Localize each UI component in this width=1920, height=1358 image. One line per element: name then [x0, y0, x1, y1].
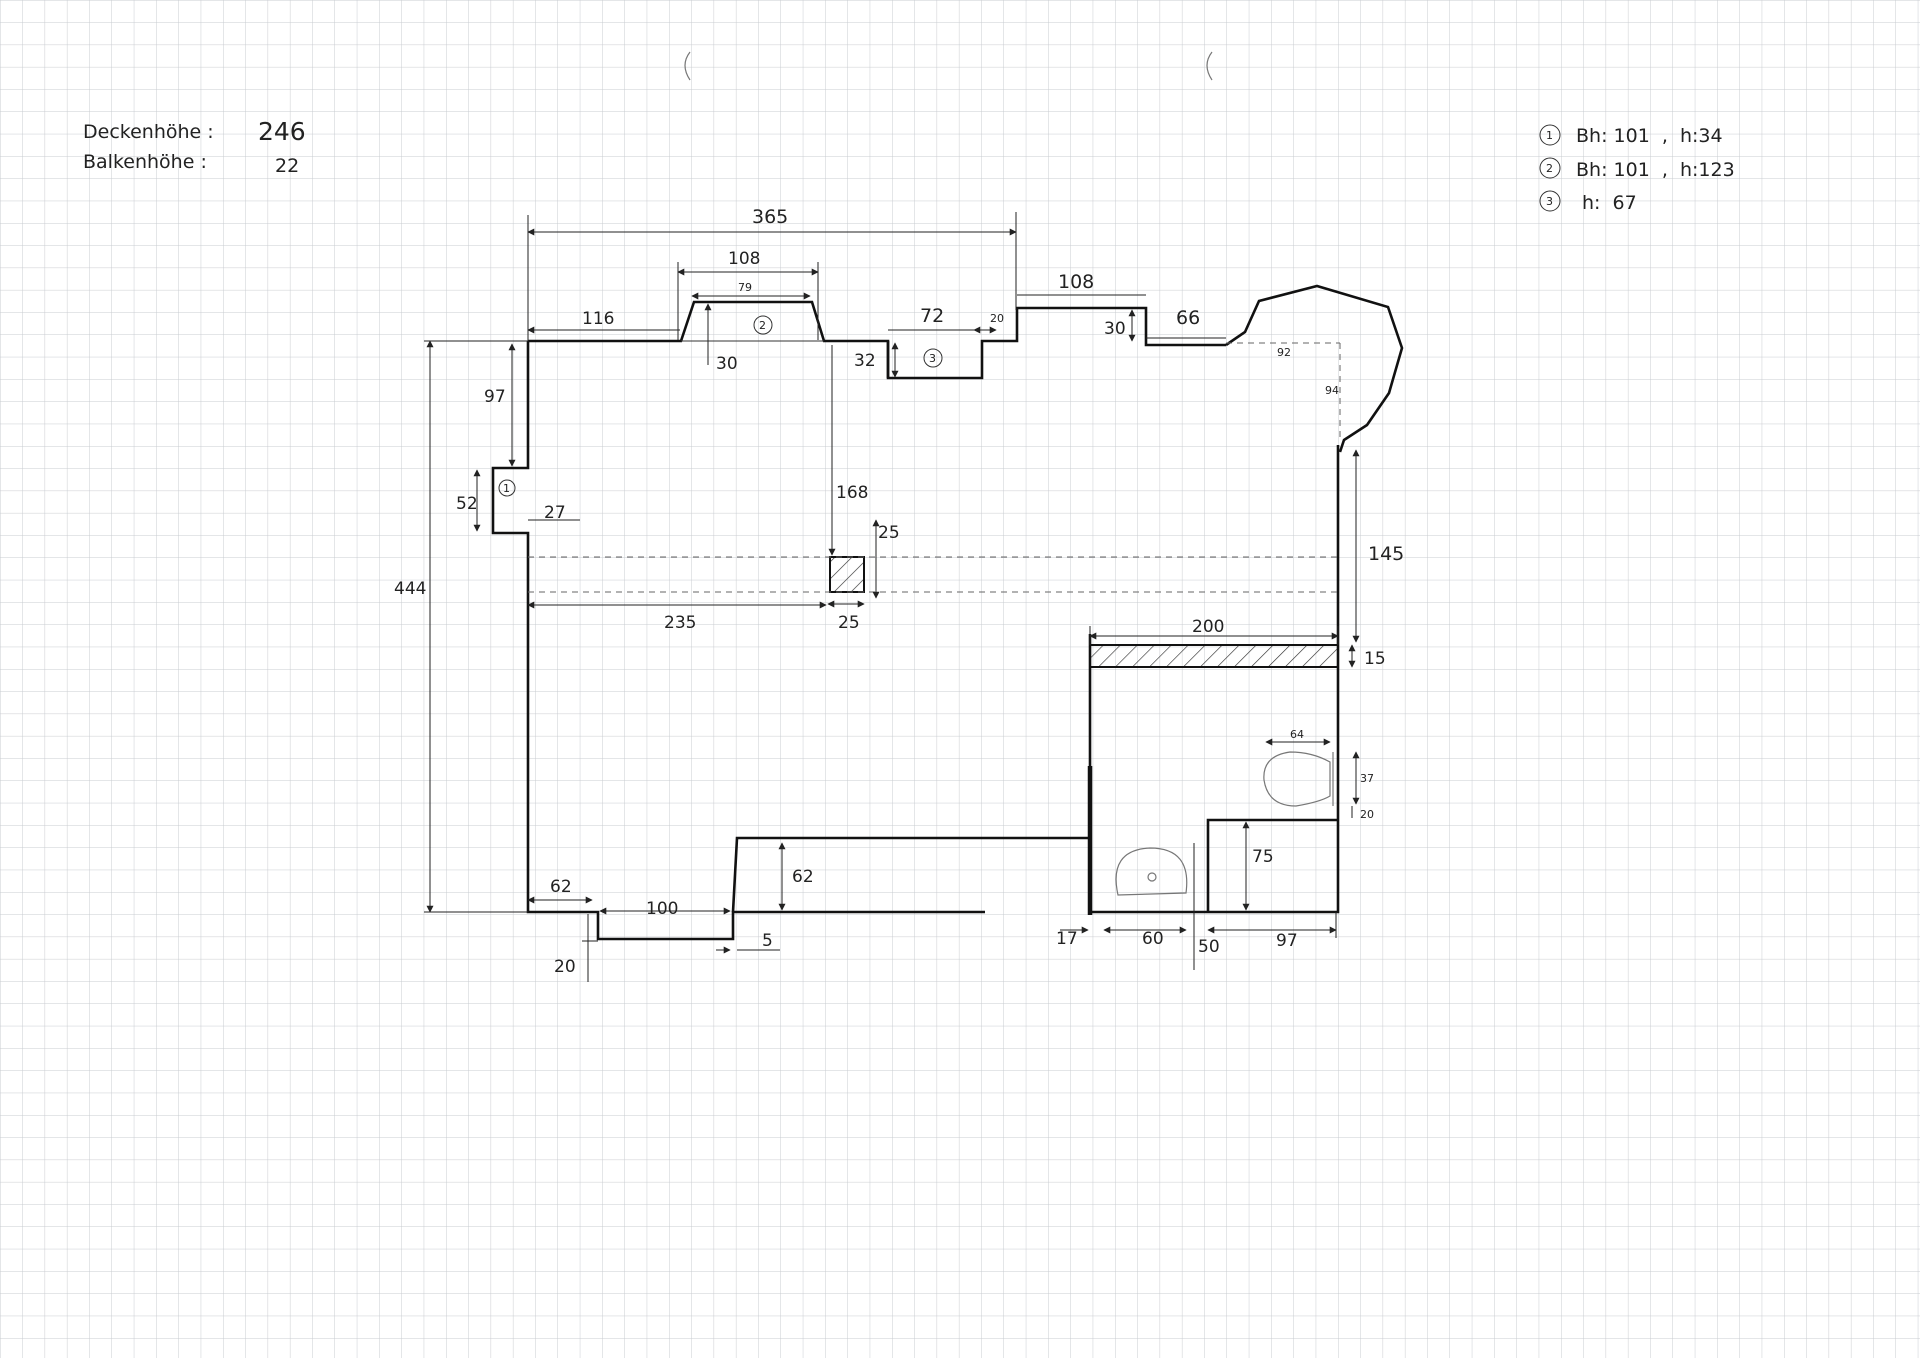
- legend-item-2: Bh: 101 , h:123: [1576, 159, 1735, 181]
- binder-hole-left: [684, 51, 691, 81]
- dim-20-top: 20: [990, 312, 1004, 325]
- dim-25-horizontal: 25: [838, 613, 860, 633]
- dim-25-vertical: 25: [878, 523, 900, 543]
- window-2-marker-text: 2: [759, 319, 766, 332]
- dim-5: 5: [762, 931, 773, 951]
- dim-62-left: 62: [550, 877, 572, 897]
- dim-37: 37: [1360, 772, 1374, 785]
- legend-marker-1: 1: [1546, 129, 1553, 142]
- washbasin: [1115, 847, 1188, 896]
- dim-444: 444: [394, 579, 426, 599]
- beam-height-label: Balkenhöhe :: [83, 151, 207, 173]
- legend-marker-2: 2: [1546, 162, 1553, 175]
- legend-marker-3: 3: [1546, 195, 1553, 208]
- ceiling-height-value: 246: [258, 117, 306, 146]
- dim-52: 52: [456, 494, 478, 514]
- beam-height-value: 22: [275, 155, 299, 177]
- dim-168: 168: [836, 483, 868, 503]
- dim-145: 145: [1368, 543, 1404, 565]
- dim-60: 60: [1142, 929, 1164, 949]
- column: [829, 556, 865, 593]
- dim-79: 79: [738, 281, 752, 294]
- legend-item-3: h: 67: [1582, 192, 1637, 214]
- dim-116: 116: [582, 309, 614, 329]
- dim-15: 15: [1364, 649, 1386, 669]
- washbasin-drain: [1147, 872, 1157, 882]
- dim-108-right: 108: [1058, 271, 1094, 293]
- binder-hole-right: [1206, 51, 1213, 81]
- dim-20-bottom: 20: [554, 957, 576, 977]
- dim-94: 94: [1325, 384, 1339, 397]
- legend-marker-3-circle: [1539, 190, 1561, 212]
- dim-62-counter: 62: [792, 867, 814, 887]
- dimension-lines: [424, 212, 1360, 982]
- legend-marker-2-circle: [1539, 157, 1561, 179]
- dim-365: 365: [752, 206, 788, 228]
- legend: 1 Bh: 101 , h:34 2 Bh: 101 , h:123 3 h: …: [1539, 124, 1735, 214]
- dim-72: 72: [920, 305, 944, 327]
- window-1-marker-text: 1: [503, 482, 510, 495]
- dim-75: 75: [1252, 847, 1274, 867]
- dim-66: 66: [1176, 307, 1200, 329]
- window-2-marker: [753, 315, 773, 335]
- dim-235: 235: [664, 613, 696, 633]
- dim-97: 97: [484, 387, 506, 407]
- dim-108-top: 108: [728, 249, 760, 269]
- dim-200: 200: [1192, 617, 1224, 637]
- dim-92: 92: [1277, 346, 1291, 359]
- dim-27: 27: [544, 503, 566, 523]
- dim-100: 100: [646, 899, 678, 919]
- dim-30-window: 30: [716, 354, 738, 374]
- dim-20-wc: 20: [1360, 808, 1374, 821]
- legend-item-1: Bh: 101 , h:34: [1576, 125, 1723, 147]
- toilet: [1263, 751, 1331, 807]
- dimension-labels: 365 108 79 116 30 72 20 32 108 30 66 92 …: [394, 206, 1404, 977]
- window-1-marker: [498, 479, 516, 497]
- dim-64: 64: [1290, 728, 1304, 741]
- dim-97-bottom: 97: [1276, 931, 1298, 951]
- dim-30-right: 30: [1104, 319, 1126, 339]
- window-3-marker-text: 3: [929, 352, 936, 365]
- dim-17: 17: [1056, 929, 1078, 949]
- dim-32: 32: [854, 351, 876, 371]
- ceiling-height-label: Deckenhöhe :: [83, 121, 214, 143]
- shelf-hatched: [1089, 644, 1339, 668]
- legend-marker-1-circle: [1539, 124, 1561, 146]
- window-3-marker: [923, 348, 943, 368]
- dim-50: 50: [1198, 937, 1220, 957]
